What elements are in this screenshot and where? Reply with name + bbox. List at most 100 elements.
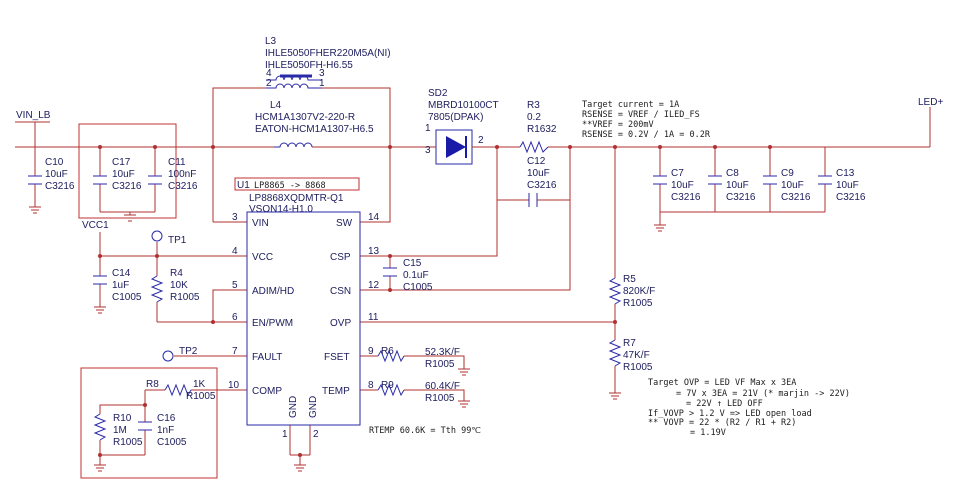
sd2-pkg: 7805(DPAK): [428, 112, 483, 123]
ground-icon: [458, 366, 470, 376]
c10-pkg: C3216: [45, 181, 75, 192]
c11-ref: C11: [168, 157, 186, 168]
u1-pin-csn-num: 12: [368, 280, 380, 291]
u1-ref: U1: [237, 180, 250, 191]
l4-footprint: EATON-HCM1A1307-H6.5: [255, 124, 374, 135]
r10-ref: R10: [113, 413, 132, 424]
c16-pkg: C1005: [157, 437, 187, 448]
r5-ref: R5: [623, 274, 636, 285]
inductor-l3[interactable]: L3 IHLE5050FHER220M5A(NI) IHLE5050FH-H6.…: [265, 36, 391, 89]
r9-pkg: R1005: [425, 393, 455, 404]
ground-icon: [29, 204, 41, 214]
c8-pkg: C3216: [726, 192, 756, 203]
u1-pin-adim-name: ADIM/HD: [252, 286, 294, 297]
note-ovp-4: If_VOVP > 1.2 V => LED open load: [648, 409, 812, 419]
capacitor-c11[interactable]: C11 100nF C3216: [148, 157, 198, 192]
note-ovp-6: = 1.19V: [690, 428, 726, 438]
u1-pin-vcc-num: 4: [232, 246, 238, 257]
inductor-l4[interactable]: L4 HCM1A1307V2-220-R EATON-HCM1A1307-H6.…: [255, 100, 374, 148]
c9-value: 10uF: [781, 180, 804, 191]
u1-pin-fset-name: FSET: [324, 352, 350, 363]
net-label-vcc: VCC1: [82, 220, 109, 231]
capacitor-c16[interactable]: C16 1nF C1005: [138, 413, 187, 448]
c12-ref: C12: [527, 156, 546, 167]
c14-value: 1uF: [112, 280, 129, 291]
u1-pin-vcc-name: VCC: [252, 252, 273, 263]
resistor-r6[interactable]: R6 52.3K/F R1005: [377, 346, 460, 370]
r7-value: 47K/F: [623, 350, 650, 361]
u1-pin-csn-name: CSN: [330, 286, 351, 297]
c11-pkg: C3216: [168, 181, 198, 192]
note-current-4: RSENSE = 0.2V / 1A = 0.2R: [582, 130, 711, 140]
c14-ref: C14: [112, 268, 131, 279]
ground-icon: [654, 222, 666, 232]
resistor-r10[interactable]: R10 1M R1005: [93, 413, 143, 448]
diode-sd2[interactable]: SD2 MBRD10100CT 7805(DPAK) 1 3 2: [422, 88, 499, 165]
tp2-circle[interactable]: [162, 350, 174, 362]
resistor-r8[interactable]: R8 1K R1005: [146, 379, 216, 402]
c13-pkg: C3216: [836, 192, 866, 203]
wires: [15, 87, 931, 462]
r9-value: 60.4K/F: [425, 381, 460, 392]
c15-value: 0.1uF: [403, 270, 429, 281]
u1-pin-fset-num: 9: [368, 346, 374, 357]
c16-ref: C16: [157, 413, 176, 424]
u1-pin-comp-num: 10: [228, 380, 240, 391]
c10-ref: C10: [45, 157, 64, 168]
capacitor-c10[interactable]: C10 10uF C3216: [28, 157, 75, 192]
resistor-r5[interactable]: R5 820K/F R1005: [608, 274, 655, 309]
capacitor-c8[interactable]: C8 10uF C3216: [708, 168, 756, 203]
l4-part: HCM1A1307V2-220-R: [255, 112, 355, 123]
ground-symbols: [29, 204, 666, 472]
c10-value: 10uF: [45, 169, 68, 180]
r5-pkg: R1005: [623, 298, 653, 309]
r8-pkg: R1005: [186, 391, 216, 402]
c9-ref: C9: [781, 168, 794, 179]
l3-pin4: 4: [266, 68, 272, 79]
u1-part: LP8868XQDMTR-Q1: [249, 193, 344, 204]
r8-value: 1K: [193, 379, 206, 390]
r9-ref: R9: [381, 380, 394, 391]
note-current-3: **VREF = 200mV: [582, 120, 654, 130]
r8-ref: R8: [146, 379, 159, 390]
ground-icon: [458, 398, 470, 408]
ground-icon: [294, 462, 306, 472]
tp1-label: TP1: [168, 235, 187, 246]
resistor-r3[interactable]: R3 0.2 R1632: [519, 100, 557, 154]
r4-ref: R4: [170, 268, 183, 279]
c16-value: 1nF: [157, 425, 174, 436]
note-rtemp: RTEMP 60.6K = Tth 99℃: [369, 426, 481, 436]
l3-pin3: 3: [319, 68, 325, 79]
u1-pin-en-num: 6: [232, 312, 238, 323]
ground-icon: [124, 212, 136, 222]
capacitor-c12[interactable]: C12 10uF C3216: [527, 156, 557, 207]
resistor-r9[interactable]: R9 60.4K/F R1005: [377, 380, 460, 404]
u1-pin-sw-name: SW: [336, 218, 353, 229]
sd2-ref: SD2: [428, 88, 448, 99]
c7-value: 10uF: [671, 180, 694, 191]
r3-ref: R3: [527, 100, 540, 111]
note-current-2: RSENSE = VREF / ILED_FS: [582, 110, 700, 120]
c7-ref: C7: [671, 168, 684, 179]
capacitor-c9[interactable]: C9 10uF C3216: [763, 168, 811, 203]
u1-note: LP8865 -> 8868: [254, 181, 326, 191]
u1-pin-temp-name: TEMP: [322, 386, 350, 397]
resistor-r4[interactable]: R4 10K R1005: [150, 268, 200, 303]
r6-ref: R6: [381, 346, 394, 357]
sd2-part: MBRD10100CT: [428, 100, 499, 111]
note-ovp-3: = 22V ↑ LED OFF: [686, 399, 763, 409]
capacitor-c13[interactable]: C13 10uF C3216: [818, 168, 866, 203]
comp-network-box: [80, 367, 218, 479]
u1-pin-ovp-num: 11: [368, 312, 379, 323]
capacitor-c15[interactable]: C15 0.1uF C1005: [383, 258, 433, 293]
capacitor-c7[interactable]: C7 10uF C3216: [653, 168, 701, 203]
capacitor-c14[interactable]: C14 1uF C1005: [93, 268, 142, 303]
capacitor-c17[interactable]: C17 10uF C3216: [93, 157, 142, 192]
ic-u1[interactable]: U1 LP8865 -> 8868 LP8868XQDMTR-Q1 VSON14…: [228, 177, 380, 440]
resistor-r7[interactable]: R7 47K/F R1005: [608, 338, 653, 373]
c8-value: 10uF: [726, 180, 749, 191]
u1-pin-gnd1-name: GND: [288, 396, 299, 418]
tp1-circle[interactable]: [151, 230, 163, 242]
ground-icon: [609, 390, 621, 400]
c12-pkg: C3216: [527, 180, 557, 191]
